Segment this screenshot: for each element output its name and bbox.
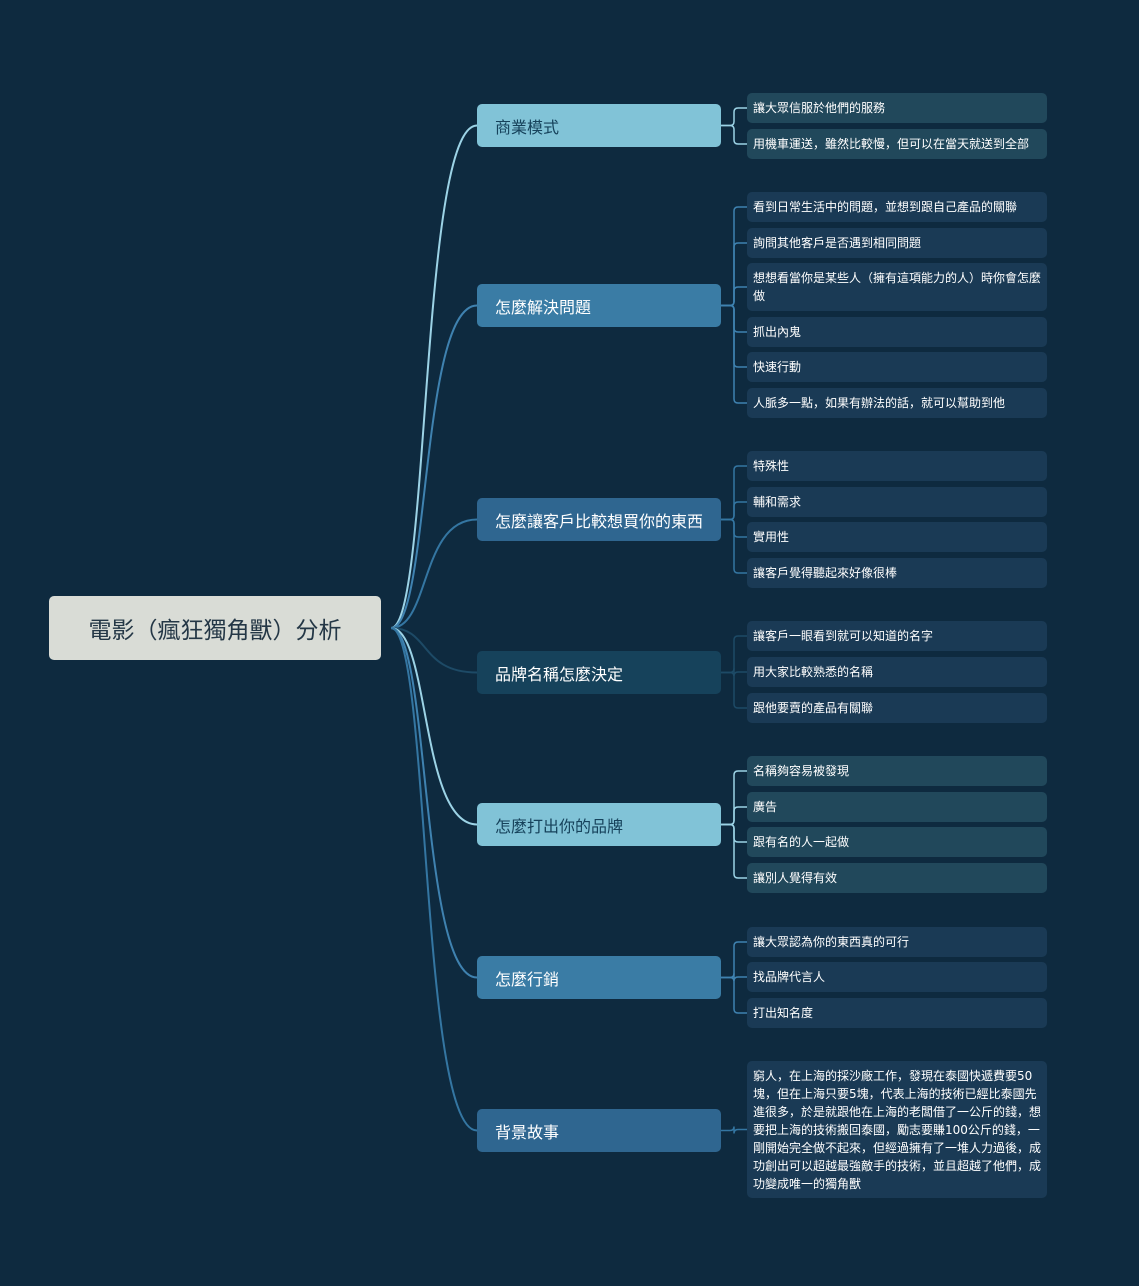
leaf-label: 找品牌代言人 bbox=[753, 970, 826, 984]
connector-root-branch bbox=[390, 124, 478, 629]
branch-background-story[interactable]: 背景故事 bbox=[477, 1109, 721, 1152]
leaf-topic[interactable]: 名稱夠容易被發現 bbox=[747, 756, 1047, 786]
leaf-label: 跟他要賣的產品有關聯 bbox=[753, 701, 874, 715]
branch-marketing[interactable]: 怎麼行銷 bbox=[477, 956, 721, 999]
leaf-topic[interactable]: 快速行動 bbox=[747, 352, 1047, 382]
branch-label: 品牌名稱怎麼決定 bbox=[495, 664, 624, 684]
leaf-label: 特殊性 bbox=[753, 459, 790, 473]
leaf-label: 想想看當你是某些人（擁有這項能力的人）時你會怎麼做 bbox=[753, 271, 1042, 303]
root-topic[interactable]: 電影（瘋狂獨角獸）分析 bbox=[49, 596, 381, 660]
leaf-topic[interactable]: 打出知名度 bbox=[747, 998, 1047, 1028]
connector-root-branch bbox=[390, 627, 478, 826]
connector-branch-leaf bbox=[721, 976, 747, 1014]
branch-label: 商業模式 bbox=[495, 117, 560, 137]
branch-make-customers-buy[interactable]: 怎麼讓客戶比較想買你的東西 bbox=[477, 498, 721, 541]
connector-branch-leaf bbox=[721, 304, 747, 404]
connector-branch-leaf bbox=[721, 1126, 747, 1134]
leaf-label: 輔和需求 bbox=[753, 495, 802, 509]
leaf-topic[interactable]: 想想看當你是某些人（擁有這項能力的人）時你會怎麼做 bbox=[747, 263, 1047, 311]
branch-label: 怎麼行銷 bbox=[495, 969, 560, 989]
leaf-topic[interactable]: 跟他要賣的產品有關聯 bbox=[747, 693, 1047, 723]
leaf-topic[interactable]: 讓別人覺得有效 bbox=[747, 863, 1047, 893]
connector-root-branch bbox=[390, 627, 478, 1132]
leaf-label: 快速行動 bbox=[753, 360, 802, 374]
leaf-topic[interactable]: 輔和需求 bbox=[747, 487, 1047, 517]
connector-branch-leaf bbox=[721, 806, 747, 826]
leaf-topic[interactable]: 讓大眾認為你的東西真的可行 bbox=[747, 927, 1047, 957]
leaf-topic[interactable]: 找品牌代言人 bbox=[747, 962, 1047, 992]
leaf-label: 跟有名的人一起做 bbox=[753, 835, 850, 849]
leaf-label: 打出知名度 bbox=[753, 1006, 814, 1020]
leaf-topic[interactable]: 用大家比較熟悉的名稱 bbox=[747, 657, 1047, 687]
leaf-topic[interactable]: 用機車運送，雖然比較慢，但可以在當天就送到全部 bbox=[747, 129, 1047, 159]
leaf-label: 讓客戶覺得聽起來好像很棒 bbox=[753, 566, 898, 580]
leaf-topic[interactable]: 特殊性 bbox=[747, 451, 1047, 481]
leaf-topic[interactable]: 抓出內鬼 bbox=[747, 317, 1047, 347]
connector-root-branch bbox=[390, 627, 478, 674]
leaf-label: 讓大眾信服於他們的服務 bbox=[753, 101, 886, 115]
branch-business-model[interactable]: 商業模式 bbox=[477, 104, 721, 147]
connector-branch-leaf bbox=[721, 501, 747, 521]
leaf-topic[interactable]: 窮人，在上海的採沙廠工作，發現在泰國快遞費要50塊，但在上海只要5塊，代表上海的… bbox=[747, 1061, 1047, 1198]
leaf-label: 廣告 bbox=[753, 800, 778, 814]
branch-build-brand[interactable]: 怎麼打出你的品牌 bbox=[477, 803, 721, 846]
connector-branch-leaf bbox=[721, 286, 747, 307]
branch-label: 怎麼打出你的品牌 bbox=[495, 816, 624, 836]
connector-root-branch bbox=[390, 304, 478, 629]
connector-branch-leaf bbox=[721, 518, 747, 574]
leaf-topic[interactable]: 詢問其他客戶是否遇到相同問題 bbox=[747, 228, 1047, 258]
leaf-label: 名稱夠容易被發現 bbox=[753, 764, 850, 778]
leaf-label: 人脈多一點，如果有辦法的話，就可以幫助到他 bbox=[753, 396, 1006, 410]
leaf-topic[interactable]: 人脈多一點，如果有辦法的話，就可以幫助到他 bbox=[747, 388, 1047, 418]
connector-branch-leaf bbox=[721, 107, 747, 127]
connector-branch-leaf bbox=[721, 941, 747, 979]
leaf-topic[interactable]: 看到日常生活中的問題，並想到跟自己產品的關聯 bbox=[747, 192, 1047, 222]
connector-root-branch bbox=[390, 627, 478, 979]
leaf-topic[interactable]: 跟有名的人一起做 bbox=[747, 827, 1047, 857]
leaf-label: 用機車運送，雖然比較慢，但可以在當天就送到全部 bbox=[753, 137, 1030, 151]
leaf-label: 讓別人覺得有效 bbox=[753, 871, 838, 885]
leaf-topic[interactable]: 讓客戶覺得聽起來好像很棒 bbox=[747, 558, 1047, 588]
leaf-label: 抓出內鬼 bbox=[753, 325, 802, 339]
leaf-topic[interactable]: 讓大眾信服於他們的服務 bbox=[747, 93, 1047, 123]
leaf-label: 窮人，在上海的採沙廠工作，發現在泰國快遞費要50塊，但在上海只要5塊，代表上海的… bbox=[753, 1069, 1042, 1191]
branch-label: 怎麼讓客戶比較想買你的東西 bbox=[495, 511, 704, 531]
leaf-topic[interactable]: 廣告 bbox=[747, 792, 1047, 822]
leaf-label: 用大家比較熟悉的名稱 bbox=[753, 665, 874, 679]
leaf-label: 詢問其他客戶是否遇到相同問題 bbox=[753, 236, 922, 250]
root-topic-label: 電影（瘋狂獨角獸）分析 bbox=[88, 618, 342, 644]
connector-root-branch bbox=[390, 518, 478, 629]
branch-label: 怎麼解決問題 bbox=[495, 297, 592, 317]
leaf-label: 讓大眾認為你的東西真的可行 bbox=[753, 935, 910, 949]
connector-branch-leaf bbox=[721, 635, 747, 674]
branch-brand-name[interactable]: 品牌名稱怎麼決定 bbox=[477, 651, 721, 694]
leaf-topic[interactable]: 實用性 bbox=[747, 522, 1047, 552]
connector-branch-leaf bbox=[721, 671, 747, 709]
leaf-label: 看到日常生活中的問題，並想到跟自己產品的關聯 bbox=[753, 200, 1018, 214]
leaf-label: 讓客戶一眼看到就可以知道的名字 bbox=[753, 629, 934, 643]
branch-label: 背景故事 bbox=[495, 1122, 560, 1142]
branch-solve-problems[interactable]: 怎麼解決問題 bbox=[477, 284, 721, 327]
leaf-topic[interactable]: 讓客戶一眼看到就可以知道的名字 bbox=[747, 621, 1047, 651]
connector-branch-leaf bbox=[721, 823, 747, 879]
connector-branch-leaf bbox=[721, 124, 747, 145]
leaf-label: 實用性 bbox=[753, 530, 790, 544]
